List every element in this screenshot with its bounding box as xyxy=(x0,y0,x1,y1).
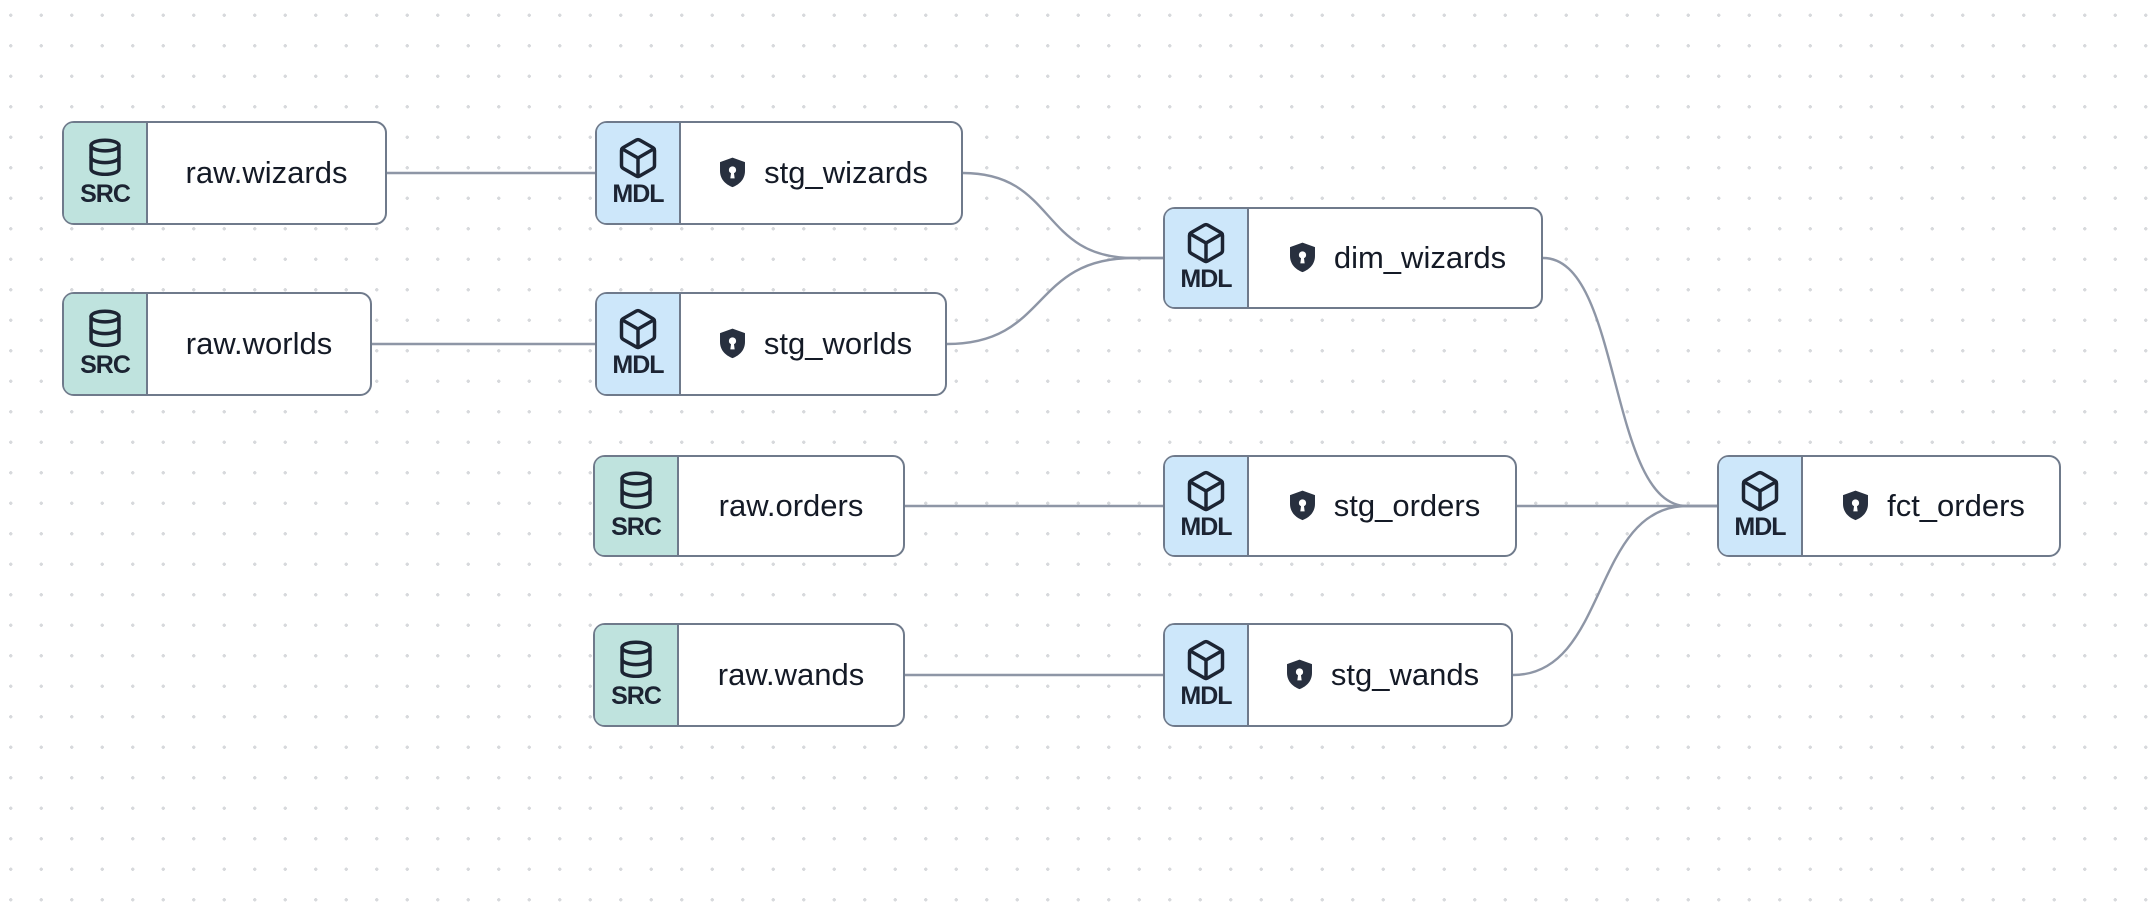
cube-icon xyxy=(1184,638,1228,682)
node-label-area: raw.orders xyxy=(679,457,903,555)
edge-stg_worlds-to-dim_wizards xyxy=(945,256,1165,346)
lineage-node-raw.wizards[interactable]: SRC raw.wizards xyxy=(62,121,387,225)
model-type-badge: MDL xyxy=(1165,209,1249,307)
cube-icon xyxy=(616,136,660,180)
node-label-area: stg_orders xyxy=(1249,457,1515,555)
lineage-node-dim_wizards[interactable]: MDL dim_wizards xyxy=(1163,207,1543,309)
source-type-badge: SRC xyxy=(595,457,679,555)
shield-lock-icon xyxy=(1837,488,1874,525)
node-label: raw.worlds xyxy=(185,326,333,361)
badge-label: MDL xyxy=(1180,682,1232,711)
node-label: fct_orders xyxy=(1887,488,2025,523)
node-label: stg_worlds xyxy=(763,326,913,361)
badge-label: SRC xyxy=(611,513,662,542)
lineage-node-stg_worlds[interactable]: MDL stg_worlds xyxy=(595,292,947,396)
model-type-badge: MDL xyxy=(597,123,681,223)
lineage-node-fct_orders[interactable]: MDL fct_orders xyxy=(1717,455,2061,557)
node-label-area: dim_wizards xyxy=(1249,209,1541,307)
badge-label: MDL xyxy=(1180,265,1232,294)
node-label: raw.wizards xyxy=(185,155,348,190)
shield-lock-icon xyxy=(714,326,751,363)
badge-label: MDL xyxy=(1734,513,1786,542)
database-icon xyxy=(83,307,127,351)
database-icon xyxy=(614,469,658,513)
badge-label: SRC xyxy=(611,682,662,711)
lineage-node-stg_wizards[interactable]: MDL stg_wizards xyxy=(595,121,963,225)
badge-label: SRC xyxy=(80,351,131,380)
badge-label: MDL xyxy=(612,351,664,380)
node-label: stg_wizards xyxy=(764,155,928,190)
shield-lock-icon xyxy=(714,155,751,192)
node-label: raw.wands xyxy=(717,657,865,692)
shield-lock-icon xyxy=(1284,240,1321,277)
badge-label: MDL xyxy=(1180,513,1232,542)
node-label-area: raw.worlds xyxy=(148,294,370,394)
node-label-area: stg_wizards xyxy=(681,123,961,223)
badge-label: MDL xyxy=(612,180,664,209)
node-label-area: stg_wands xyxy=(1249,625,1511,725)
edge-stg_wizards-to-dim_wizards xyxy=(961,171,1165,260)
node-label: stg_orders xyxy=(1333,488,1481,523)
cube-icon xyxy=(1184,221,1228,265)
node-label: dim_wizards xyxy=(1333,240,1507,275)
database-icon xyxy=(83,136,127,180)
model-type-badge: MDL xyxy=(1719,457,1803,555)
model-type-badge: MDL xyxy=(597,294,681,394)
lineage-node-raw.worlds[interactable]: SRC raw.worlds xyxy=(62,292,372,396)
node-label: stg_wands xyxy=(1330,657,1480,692)
edge-dim_wizards-to-fct_orders xyxy=(1541,256,1719,508)
node-label-area: stg_worlds xyxy=(681,294,945,394)
lineage-node-raw.wands[interactable]: SRC raw.wands xyxy=(593,623,905,727)
lineage-node-raw.orders[interactable]: SRC raw.orders xyxy=(593,455,905,557)
lineage-node-stg_orders[interactable]: MDL stg_orders xyxy=(1163,455,1517,557)
shield-lock-icon xyxy=(1281,657,1318,694)
node-label-area: fct_orders xyxy=(1803,457,2059,555)
node-label-area: raw.wands xyxy=(679,625,903,725)
model-type-badge: MDL xyxy=(1165,625,1249,725)
source-type-badge: SRC xyxy=(64,123,148,223)
badge-label: SRC xyxy=(80,180,131,209)
lineage-node-stg_wands[interactable]: MDL stg_wands xyxy=(1163,623,1513,727)
cube-icon xyxy=(616,307,660,351)
source-type-badge: SRC xyxy=(595,625,679,725)
shield-lock-icon xyxy=(1284,488,1321,525)
node-label-area: raw.wizards xyxy=(148,123,385,223)
cube-icon xyxy=(1738,469,1782,513)
edge-stg_wands-to-fct_orders xyxy=(1511,504,1719,677)
cube-icon xyxy=(1184,469,1228,513)
source-type-badge: SRC xyxy=(64,294,148,394)
database-icon xyxy=(614,638,658,682)
node-label: raw.orders xyxy=(718,488,864,523)
model-type-badge: MDL xyxy=(1165,457,1249,555)
